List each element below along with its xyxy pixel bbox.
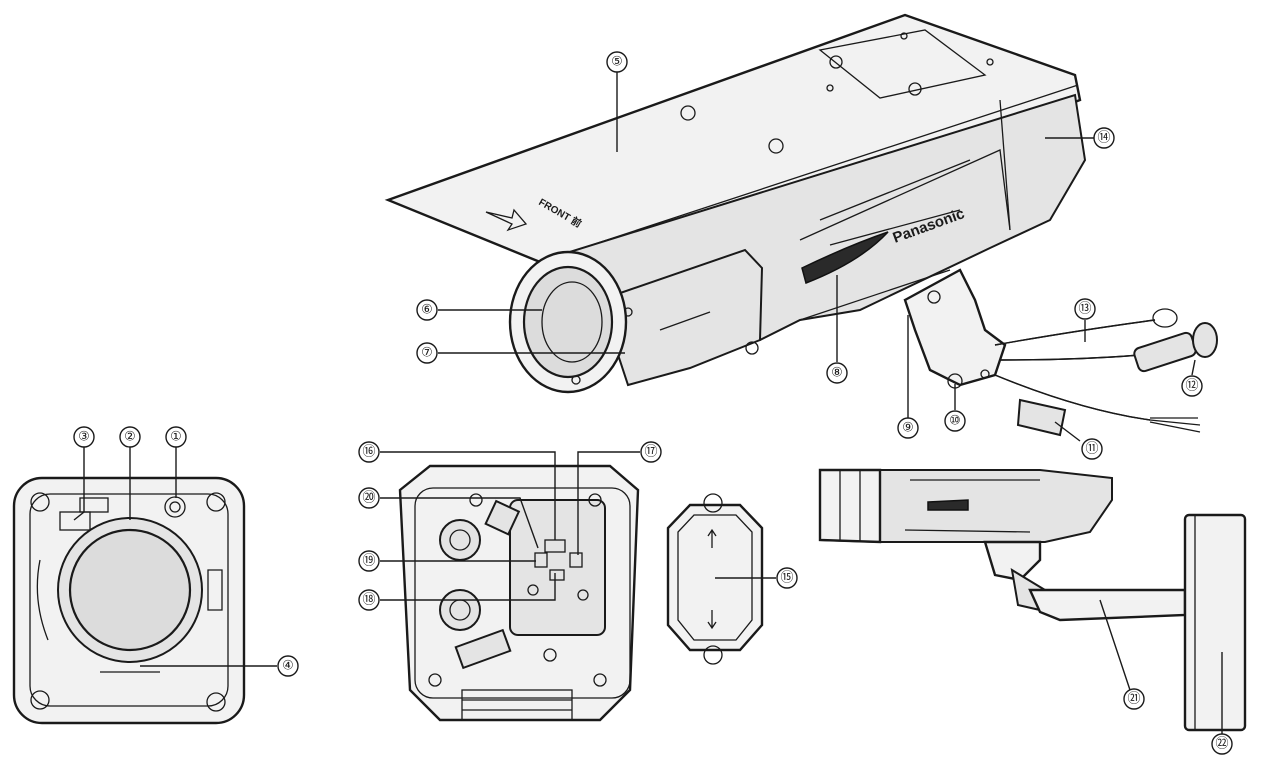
- callout-14: ⑭: [1093, 127, 1115, 149]
- front-view-illustration: [12, 476, 246, 725]
- leader-lines: [73, 72, 1223, 740]
- callout-8: ⑧: [826, 362, 848, 384]
- callout-15: ⑮: [776, 567, 798, 589]
- callout-19: ⑲: [358, 550, 380, 572]
- wall-mount-base: [1183, 513, 1247, 732]
- svg-text:⑦: ⑦: [421, 346, 433, 361]
- callout-2: ②: [119, 426, 141, 448]
- svg-text:⑲: ⑲: [362, 554, 375, 569]
- callout-7: ⑦: [416, 342, 438, 364]
- callout-6: ⑥: [416, 299, 438, 321]
- svg-text:⑳: ⑳: [362, 491, 375, 506]
- callout-18: ⑱: [358, 589, 380, 611]
- callout-21: ㉑: [1123, 688, 1145, 710]
- side-view-illustration: [818, 468, 1247, 732]
- callout-3: ③: [73, 426, 95, 448]
- svg-text:㉑: ㉑: [1127, 692, 1140, 707]
- svg-text:⑱: ⑱: [362, 593, 375, 608]
- callout-1: ①: [165, 426, 187, 448]
- svg-text:⑤: ⑤: [611, 55, 623, 70]
- svg-text:⑬: ⑬: [1078, 302, 1091, 317]
- callout-22: ㉒: [1211, 733, 1233, 755]
- cover-plate-illustration: [666, 493, 764, 665]
- svg-text:⑩: ⑩: [949, 414, 961, 429]
- svg-text:⑫: ⑫: [1185, 379, 1198, 394]
- callout-11: ⑪: [1081, 438, 1103, 460]
- callout-13: ⑬: [1074, 298, 1096, 320]
- svg-text:①: ①: [170, 430, 182, 445]
- svg-text:②: ②: [124, 430, 136, 445]
- callout-9: ⑨: [897, 417, 919, 439]
- callout-12: ⑫: [1181, 375, 1203, 397]
- led-window: [801, 231, 889, 285]
- connector-panel: [509, 499, 606, 636]
- callout-20: ⑳: [358, 487, 380, 509]
- callout-16: ⑯: [358, 441, 380, 463]
- main-camera-illustration: FRONT 前 Panasonic: [384, 13, 1218, 437]
- callout-17: ⑰: [640, 441, 662, 463]
- svg-text:⑭: ⑭: [1097, 131, 1110, 146]
- svg-text:⑥: ⑥: [421, 303, 433, 318]
- svg-text:⑨: ⑨: [902, 421, 914, 436]
- svg-text:⑪: ⑪: [1085, 442, 1098, 457]
- rear-view-illustration: [398, 464, 640, 722]
- callout-10: ⑩: [944, 410, 966, 432]
- svg-text:④: ④: [282, 659, 294, 674]
- svg-text:⑧: ⑧: [831, 366, 843, 381]
- svg-text:⑯: ⑯: [362, 445, 375, 460]
- callout-4: ④: [277, 655, 299, 677]
- svg-text:㉒: ㉒: [1215, 737, 1228, 752]
- callout-5: ⑤: [606, 51, 628, 73]
- mount-bracket: [903, 268, 1007, 387]
- svg-text:③: ③: [78, 430, 90, 445]
- lens-cylinder: [598, 248, 764, 387]
- svg-text:⑮: ⑮: [780, 571, 793, 586]
- svg-text:⑰: ⑰: [644, 445, 657, 460]
